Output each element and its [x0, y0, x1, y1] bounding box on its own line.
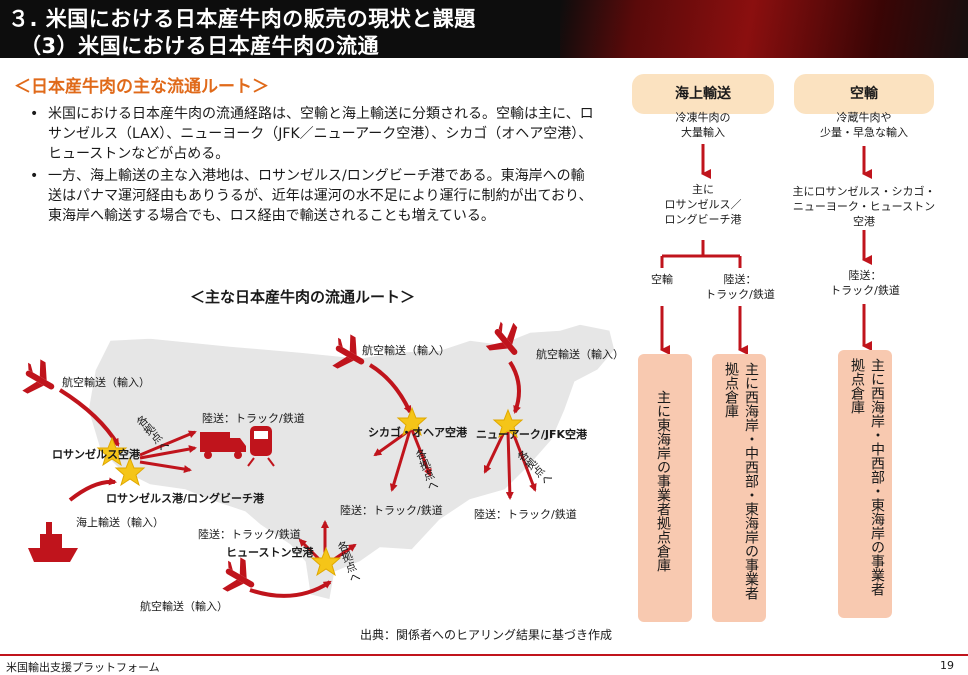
star-icon — [96, 406, 524, 577]
flow-sea-desc: 冷凍牛肉の 大量輸入 — [675, 111, 731, 139]
flow-sea-title: 海上輸送 — [632, 74, 774, 114]
flow-air-port: 主にロサンゼルス・シカゴ・ ニューヨーク・ヒューストン 空港 — [792, 185, 936, 228]
flow-dest-air — [838, 350, 892, 618]
label-air-ny: 航空輸送（輸入） — [536, 348, 624, 361]
header-bar: ３. 米国における日本産牛肉の販売の現状と課題 （3）米国における日本産牛肉の流… — [0, 0, 968, 58]
footer-org: 米国輸出支援プラットフォーム — [6, 661, 160, 674]
flow-arrows — [660, 144, 872, 355]
flow-sea-branch-air: 空輸 — [651, 273, 673, 286]
label-chicago: シカゴ・オヘア空港 — [368, 426, 467, 439]
section-title: ＜日本産牛肉の主な流通ルート＞ — [14, 77, 269, 97]
label-la-airport: ロサンゼルス空港 — [52, 448, 140, 461]
label-jfk: ニューアーク/JFK空港 — [476, 428, 588, 441]
map-title: ＜主な日本産牛肉の流通ルート＞ — [190, 288, 416, 306]
airplane-icon — [332, 334, 365, 369]
airplane-icon — [485, 321, 518, 355]
flow-dest-west-sea — [712, 354, 766, 622]
header-brush-decoration — [560, 0, 968, 58]
airplane-icon — [22, 359, 55, 394]
label-land-chicago: 陸送：トラック/鉄道 — [340, 504, 443, 517]
bullet-item: 米国における日本産牛肉の流通経路は、空輸と海上輸送に分類される。空輸は主に、ロサ… — [30, 104, 598, 164]
label-land-houston: 陸送：トラック/鉄道 — [198, 528, 301, 541]
flow-sea-port: 主に ロサンゼルス／ ロングビーチ港 — [664, 183, 742, 226]
airplane-icon — [222, 557, 255, 592]
flow-air-branch-land: 陸送： トラック/鉄道 — [830, 269, 900, 297]
source-note: 出典：関係者へのヒアリング結果に基づき作成 — [360, 628, 613, 642]
header-title: ３. 米国における日本産牛肉の販売の現状と課題 — [8, 7, 476, 31]
label-air-chicago: 航空輸送（輸入） — [362, 344, 450, 357]
bullet-item: 一方、海上輸送の主な入港地は、ロサンゼルス/ロングビーチ港である。東海岸への輸送… — [30, 166, 598, 226]
label-air-houston: 航空輸送（輸入） — [140, 600, 228, 613]
bullet-list: 米国における日本産牛肉の流通経路は、空輸と海上輸送に分類される。空輸は主に、ロサ… — [30, 104, 598, 228]
flow-dest-air-text: 主に西海岸・中西部・東海岸の事業者拠点倉庫 — [849, 358, 885, 596]
flow-sea-branch-land: 陸送： トラック/鉄道 — [705, 273, 775, 301]
label-sea: 海上輸送（輸入） — [76, 516, 164, 529]
label-land-ny: 陸送：トラック/鉄道 — [474, 508, 577, 521]
page-number: 19 — [940, 659, 954, 672]
label-la-port: ロサンゼルス港/ロングビーチ港 — [106, 492, 265, 505]
label-houston: ヒューストン空港 — [226, 546, 314, 559]
label-air-la: 航空輸送（輸入） — [62, 376, 150, 389]
flow-dest-east-text: 主に東海岸の事業者拠点倉庫 — [655, 390, 671, 572]
truck-icon — [200, 432, 246, 459]
flow-dest-east — [638, 354, 692, 622]
header-subtitle: （3）米国における日本産牛肉の流通 — [20, 34, 380, 58]
us-map-outline — [87, 323, 616, 601]
flow-air-title: 空輸 — [794, 74, 934, 114]
ship-icon — [28, 522, 78, 562]
flow-dest-west-sea-text: 主に西海岸・中西部・東海岸の事業者拠点倉庫 — [723, 362, 759, 600]
train-icon — [247, 426, 275, 467]
us-distribution-map — [22, 321, 616, 601]
label-land-la: 陸送：トラック/鉄道 — [202, 412, 305, 425]
flow-air-desc: 冷蔵牛肉や 少量・早急な輸入 — [820, 111, 908, 139]
footer-divider — [0, 654, 968, 656]
